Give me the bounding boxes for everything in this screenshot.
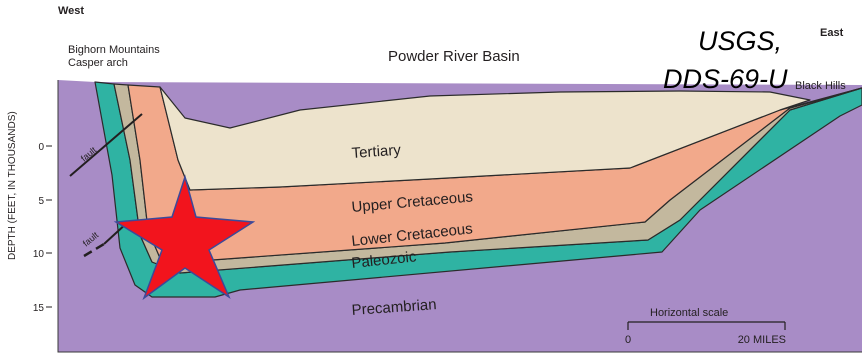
scale-bar-title: Horizontal scale	[650, 307, 728, 319]
citation-line-2: DDS-69-U	[663, 64, 788, 95]
depth-axis: 0 5 10 15	[33, 142, 52, 314]
scale-bar-end: 20 MILES	[738, 334, 786, 346]
east-label: East	[820, 27, 844, 39]
scale-bar-start: 0	[625, 334, 631, 346]
citation-line-1: USGS,	[698, 26, 782, 57]
place-casper-arch: Casper arch	[68, 57, 128, 69]
unit-label-tertiary: Tertiary	[351, 142, 402, 162]
depth-tick-label: 15	[33, 303, 45, 314]
depth-tick-label: 10	[33, 249, 45, 260]
depth-tick-label: 5	[38, 196, 44, 207]
depth-tick-label: 0	[38, 142, 44, 153]
place-powder-river-basin: Powder River Basin	[388, 48, 520, 65]
west-label: West	[58, 5, 84, 17]
place-black-hills: Black Hills	[795, 80, 846, 92]
place-bighorn-mountains: Bighorn Mountains	[68, 44, 160, 56]
depth-axis-label: DEPTH (FEET, IN THOUSANDS)	[7, 111, 18, 260]
